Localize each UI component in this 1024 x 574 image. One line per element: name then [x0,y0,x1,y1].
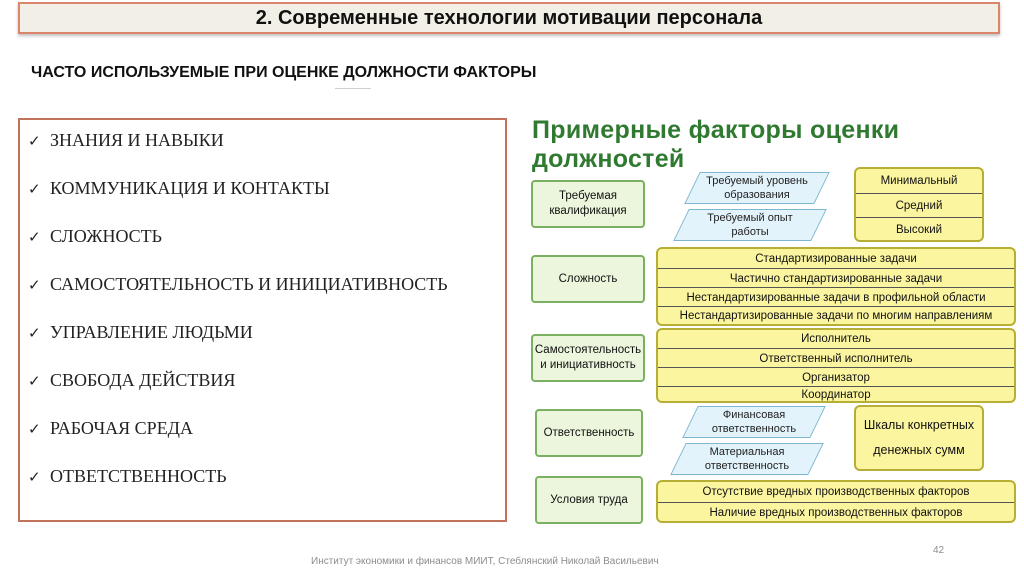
factor-item: ✓ СВОБОДА ДЕЙСТВИЯ [28,370,448,418]
diagram-title-line: Примерные факторы оценки [532,116,900,144]
factor-item: ✓ РАБОЧАЯ СРЕДА [28,418,448,466]
level-cell: Высокий [856,217,982,241]
money-scale-box: Шкалы конкретных денежных сумм [854,405,984,471]
check-icon: ✓ [28,228,41,246]
param-label: образования [724,189,790,201]
level-cell: Минимальный [880,175,958,187]
conditions-cell: Наличие вредных производственных факторо… [658,502,1014,522]
factors-box: ✓ ЗНАНИЯ И НАВЫКИ ✓ КОММУНИКАЦИЯ И КОНТАКТ… [18,118,507,522]
role-cell: Организатор [658,367,1014,387]
check-icon: ✓ [28,372,41,390]
level-cell: Средний [856,193,982,218]
role-cell: Ответственный исполнитель [658,348,1014,368]
factor-label: КОММУНИКАЦИЯ И КОНТАКТЫ [50,178,330,198]
param-label: Финансовая [722,409,786,421]
check-icon: ✓ [28,420,41,438]
factor-item: ✓ ЗНАНИЯ И НАВЫКИ [28,130,448,178]
role-cell: Исполнитель [801,333,871,345]
complexity-levels-box: Стандартизированные задачи Частично стан… [656,247,1016,326]
param-education: Требуемый уровень образования [684,172,830,204]
factor-item: ✓ КОММУНИКАЦИЯ И КОНТАКТЫ [28,178,448,226]
factor-label: СЛОЖНОСТЬ [50,226,162,246]
param-label: ответственность [704,460,790,472]
param-experience: Требуемый опыт работы [673,209,827,241]
param-label: ответственность [711,423,797,435]
complexity-cell: Нестандартизированные задачи в профильно… [658,287,1014,307]
param-label: Требуемый уровень [706,175,808,187]
slide-subtitle: ЧАСТО ИСПОЛЬЗУЕМЫЕ ПРИ ОЦЕНКЕ ДОЛЖНОСТИ … [31,64,537,81]
factors-list: ✓ ЗНАНИЯ И НАВЫКИ ✓ КОММУНИКАЦИЯ И КОНТАКТ… [28,130,448,514]
factor-label: УПРАВЛЕНИЕ ЛЮДЬМИ [50,322,253,342]
factor-item: ✓ САМОСТОЯТЕЛЬНОСТЬ И ИНИЦИАТИВНОСТЬ [28,274,448,322]
category-label: и инициативность [540,359,636,371]
category-qualification: Требуемая квалификация [531,180,645,228]
slide-title: 2. Современные технологии мотивации перс… [18,2,1000,34]
factor-label: СВОБОДА ДЕЙСТВИЯ [50,370,236,390]
category-conditions: Условия труда [535,476,643,524]
footer-credits: Институт экономики и финансов МИИТ, Стеб… [311,556,659,567]
conditions-box: Отсутствие вредных производственных факт… [656,480,1016,523]
factor-label: САМОСТОЯТЕЛЬНОСТЬ И ИНИЦИАТИВНОСТЬ [50,274,448,294]
category-label: квалификация [549,205,627,217]
param-material: Материальная ответственность [670,443,824,475]
category-label: Требуемая [559,190,617,202]
category-label: Условия труда [550,493,628,506]
check-icon: ✓ [28,324,41,342]
conditions-cell: Отсутствие вредных производственных факт… [702,486,970,498]
subtitle-underline [335,88,371,89]
factor-item: ✓ СЛОЖНОСТЬ [28,226,448,274]
param-label: Требуемый опыт [707,212,793,224]
check-icon: ✓ [28,180,41,198]
page-number: 42 [933,545,945,556]
factor-label: ОТВЕТСТВЕННОСТЬ [50,466,227,486]
money-scale-label: Шкалы конкретных [863,418,975,432]
check-icon: ✓ [28,468,41,486]
complexity-cell: Частично стандартизированные задачи [658,268,1014,288]
param-label: Материальная [709,446,785,458]
factor-label: РАБОЧАЯ СРЕДА [50,418,193,438]
complexity-cell: Нестандартизированные задачи по многим н… [658,306,1014,325]
levels-box: Минимальный Средний Высокий [854,167,984,242]
factor-label: ЗНАНИЯ И НАВЫКИ [50,130,224,150]
money-scale-label: денежных сумм [873,443,965,457]
category-label: Сложность [558,272,618,285]
diagram-title: Примерные факторы оценки должностей [532,116,899,174]
check-icon: ✓ [28,132,41,150]
category-label: Самостоятельность [534,344,642,356]
category-responsibility: Ответственность [535,409,643,457]
check-icon: ✓ [28,276,41,294]
param-financial: Финансовая ответственность [682,406,826,438]
role-cell: Координатор [658,386,1014,402]
roles-box: Исполнитель Ответственный исполнитель Ор… [656,328,1016,403]
diagram-title-line: должностей [532,145,685,173]
category-independence: Самостоятельность и инициативность [531,334,645,382]
complexity-cell: Стандартизированные задачи [755,252,917,265]
category-label: Ответственность [543,426,635,439]
factor-item: ✓ ОТВЕТСТВЕННОСТЬ [28,466,448,514]
factor-item: ✓ УПРАВЛЕНИЕ ЛЮДЬМИ [28,322,448,370]
param-label: работы [731,226,769,238]
category-complexity: Сложность [531,255,645,303]
